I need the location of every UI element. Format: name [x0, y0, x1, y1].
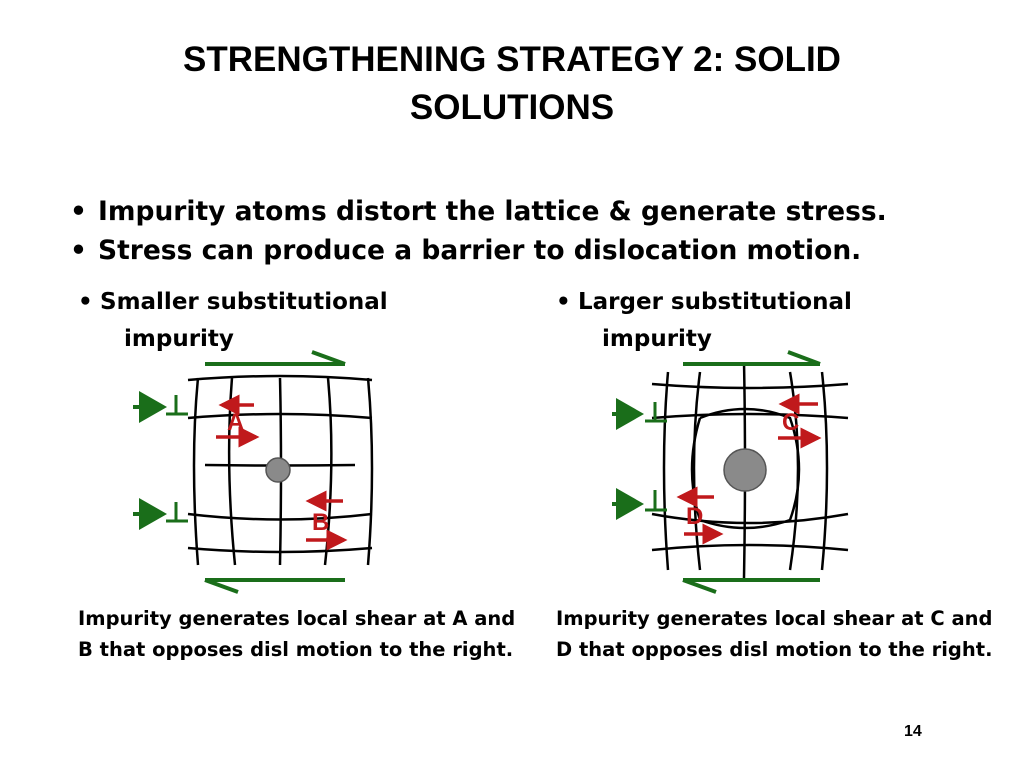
title-line-1: STRENGTHENING STRATEGY 2: SOLID: [183, 40, 841, 79]
right-subheading: • Larger substitutional impurity: [556, 284, 852, 358]
bullet-dot: •: [556, 289, 571, 315]
shear-arrowhead-top: [311, 350, 346, 366]
large-impurity-atom: [723, 448, 767, 492]
dislocation-symbol: [645, 402, 667, 423]
shear-arrowhead-bottom: [682, 578, 717, 594]
bullet-dot: •: [78, 289, 93, 315]
small-impurity-atom: [265, 457, 291, 483]
shear-arrowhead-bottom: [204, 578, 239, 594]
title-line-2: SOLUTIONS: [409, 88, 615, 127]
bullet-text: Stress can produce a barrier to dislocat…: [98, 235, 862, 266]
left-heading-line-2: impurity: [124, 326, 234, 352]
label-b: B: [312, 509, 329, 536]
page-number: 14: [904, 723, 922, 740]
right-caption: Impurity generates local shear at C and …: [556, 607, 993, 661]
left-heading-line-1: Smaller substitutional: [100, 289, 388, 315]
label-a: A: [227, 409, 244, 436]
bullet-dot: •: [70, 196, 87, 227]
dislocation-symbol: [645, 490, 667, 512]
main-bullet-list: • Impurity atoms distort the lattice & g…: [70, 192, 990, 270]
label-c: C: [782, 409, 799, 436]
shear-arrowhead-top: [787, 350, 821, 366]
left-subheading: • Smaller substitutional impurity: [78, 284, 388, 358]
right-heading-line-2: impurity: [602, 326, 712, 352]
bullet-text: Impurity atoms distort the lattice & gen…: [98, 196, 887, 227]
label-d: D: [686, 503, 703, 530]
right-heading-line-1: Larger substitutional: [578, 289, 852, 315]
dislocation-symbol: [166, 395, 188, 416]
bullet-item: • Stress can produce a barrier to disloc…: [70, 231, 990, 270]
dislocation-symbol: [166, 502, 188, 523]
bullet-item: • Impurity atoms distort the lattice & g…: [70, 192, 990, 231]
slide-title: STRENGTHENING STRATEGY 2: SOLID SOLUTION…: [60, 36, 964, 132]
bullet-dot: •: [70, 235, 87, 266]
left-caption: Impurity generates local shear at A and …: [78, 607, 516, 661]
